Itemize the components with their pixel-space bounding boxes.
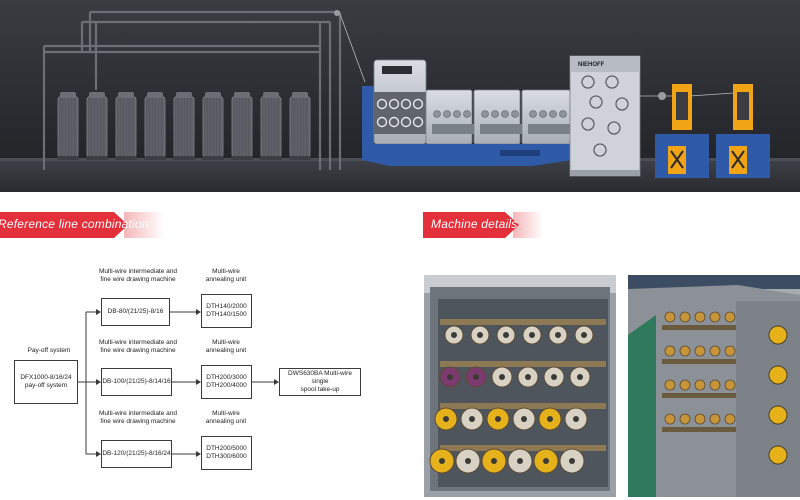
- capstan-icon: [664, 379, 676, 391]
- capstan-icon: [679, 345, 691, 357]
- spool-icon: [768, 325, 788, 345]
- annealing-box-2: DTH200/3000 DTH200/4000: [201, 365, 252, 399]
- machine-details-banner: Machine details: [423, 212, 543, 238]
- capstan-icon: [664, 311, 676, 323]
- payoff-spool: [144, 92, 166, 160]
- payoff-spool: [289, 92, 311, 160]
- annealing-unit: NIEHOFF: [569, 55, 641, 177]
- annealing-wheel-icon: [605, 75, 619, 89]
- guide-pulley-icon: [334, 10, 340, 16]
- capstan-icon: [724, 379, 736, 391]
- payoff-spool: [57, 92, 79, 160]
- capstan-icon: [724, 413, 736, 425]
- capstan-icon: [679, 311, 691, 323]
- spool-icon: [768, 445, 788, 465]
- payoff-spool: [231, 92, 253, 160]
- takeup-unit-1: [655, 84, 709, 178]
- capstan-icon: [412, 98, 424, 110]
- overhead-frame: [42, 10, 342, 170]
- capstan-icon: [709, 379, 721, 391]
- capstan-icon: [412, 116, 424, 128]
- capstan-icon: [709, 311, 721, 323]
- payoff-spool: [173, 92, 195, 160]
- machine-details-title: Machine details: [431, 217, 518, 231]
- machine-detail-photo-1: [424, 275, 616, 497]
- annealing-label-2: Multi-wire annealing unit: [205, 339, 247, 354]
- capstan-icon: [709, 345, 721, 357]
- reference-line-banner: Reference line combination:: [0, 212, 170, 238]
- annealing-wheel-icon: [581, 75, 595, 89]
- control-display: [382, 66, 412, 74]
- annealing-wheel-icon: [589, 95, 603, 109]
- capstan-icon: [388, 98, 400, 110]
- production-line-illustration: NIEHOFF: [0, 0, 800, 192]
- drawing-box-3: DB-120/(21/25)-8/16/24: [101, 440, 172, 468]
- machine-brand-label: NIEHOFF: [578, 62, 605, 68]
- annealing-wheel-icon: [593, 143, 607, 157]
- payoff-spool: [86, 92, 108, 160]
- capstan-icon: [679, 379, 691, 391]
- annealing-box-3: DTH200/5000 DTH300/6000: [201, 436, 252, 470]
- line-combination-diagram: Pay-off system DFX1000-8/16/24 pay-off s…: [0, 250, 420, 500]
- capstan-icon: [376, 98, 388, 110]
- annealing-wheel-icon: [607, 121, 621, 135]
- payoff-box: DFX1000-8/16/24 pay-off system: [14, 360, 78, 404]
- capstan-icon: [694, 379, 706, 391]
- annealing-wheel-icon: [581, 117, 595, 131]
- annealing-label-1: Multi-wire annealing unit: [205, 268, 247, 283]
- payoff-spool: [260, 92, 282, 160]
- drawing-label-2: Multi-wire intermediate and fine wire dr…: [98, 339, 178, 354]
- annealing-box-1: DTH140/2000 DTH140/1500: [201, 294, 252, 328]
- payoff-spools: [57, 92, 311, 160]
- capstan-icon: [694, 413, 706, 425]
- reference-line-title: Reference line combination:: [0, 217, 153, 231]
- diagram-connectors: [78, 309, 279, 457]
- takeup-box: DWS630BA Multi-wire single spool take-up: [279, 368, 361, 396]
- spool-icon: [768, 365, 788, 385]
- payoff-spool: [115, 92, 137, 160]
- machine-detail-photo-2: [628, 275, 800, 497]
- capstan-icon: [694, 345, 706, 357]
- capstan-icon: [664, 413, 676, 425]
- capstan-icon: [724, 345, 736, 357]
- annealing-wheel-icon: [615, 97, 629, 111]
- capstan-icon: [376, 116, 388, 128]
- drawing-machine: [362, 59, 572, 166]
- capstan-icon: [400, 98, 412, 110]
- takeup-unit-2: [716, 84, 770, 178]
- capstan-icon: [679, 413, 691, 425]
- capstan-icon: [694, 311, 706, 323]
- capstan-icon: [664, 345, 676, 357]
- drawing-label-1: Multi-wire intermediate and fine wire dr…: [98, 268, 178, 283]
- spool-icon: [768, 405, 788, 425]
- annealing-label-3: Multi-wire annealing unit: [205, 410, 247, 425]
- capstan-icon: [709, 413, 721, 425]
- capstan-icon: [400, 116, 412, 128]
- drawing-box-1: DB-80/(21/25)-8/16: [101, 298, 170, 326]
- drawing-box-2: DB-100/(21/25)-8/14/16: [101, 368, 172, 396]
- drawing-label-3: Multi-wire intermediate and fine wire dr…: [98, 410, 178, 425]
- capstan-icon: [388, 116, 400, 128]
- payoff-spool: [202, 92, 224, 160]
- payoff-label: Pay-off system: [27, 347, 71, 354]
- capstan-icon: [724, 311, 736, 323]
